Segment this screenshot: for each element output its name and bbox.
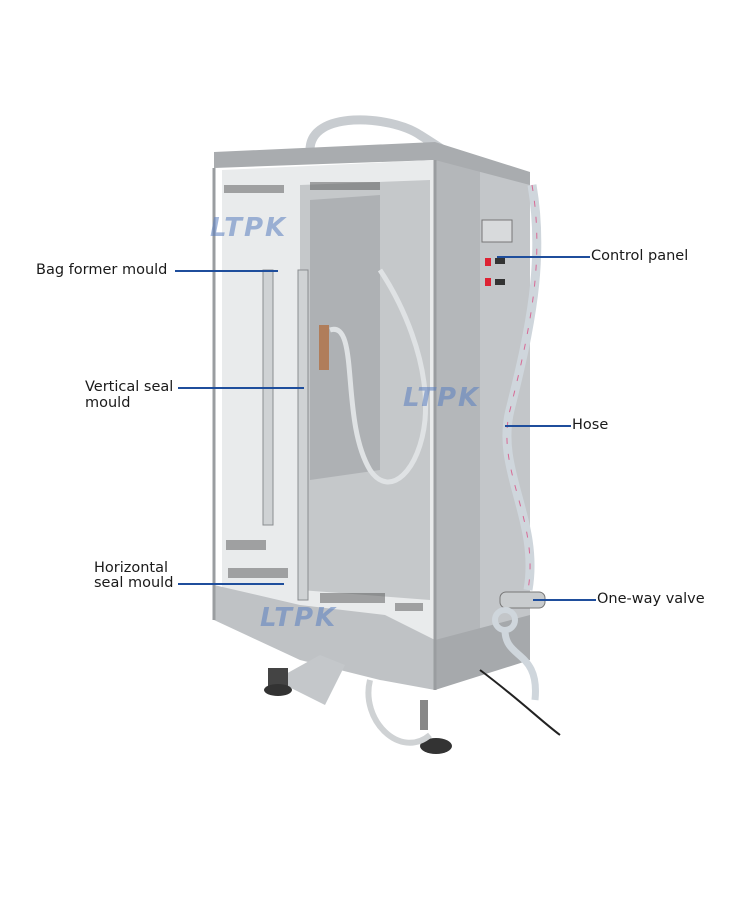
watermark-logo: LTPK bbox=[210, 213, 288, 243]
leader-line bbox=[497, 256, 590, 258]
leader-line bbox=[505, 425, 571, 427]
machine-foot bbox=[420, 738, 452, 754]
discharge-chute bbox=[275, 655, 345, 705]
machine-top bbox=[214, 142, 530, 185]
power-cable bbox=[479, 669, 561, 736]
label-vertical-seal-line2: mould bbox=[85, 395, 131, 411]
leader-line bbox=[178, 387, 304, 389]
leader-line bbox=[178, 583, 284, 585]
label-horizontal-seal-line2: seal mould bbox=[94, 575, 174, 591]
control-panel-display bbox=[481, 219, 513, 243]
label-vertical-seal-line1: Vertical seal bbox=[85, 379, 174, 395]
label-bag-former-mould: Bag former mould bbox=[36, 262, 168, 278]
leader-line bbox=[533, 599, 596, 601]
label-horizontal-seal-line1: Horizontal bbox=[94, 560, 169, 576]
label-control-panel: Control panel bbox=[591, 248, 689, 264]
vent-slots bbox=[224, 182, 423, 611]
vertical-rod bbox=[262, 269, 274, 526]
label-hose: Hose bbox=[572, 417, 609, 433]
leader-line bbox=[175, 270, 278, 272]
watermark-logo: LTPK bbox=[403, 383, 481, 413]
vertical-rod bbox=[297, 269, 309, 601]
watermark-logo: LTPK bbox=[260, 603, 338, 633]
machine-base bbox=[214, 585, 435, 690]
label-one-way-valve: One-way valve bbox=[597, 591, 705, 607]
